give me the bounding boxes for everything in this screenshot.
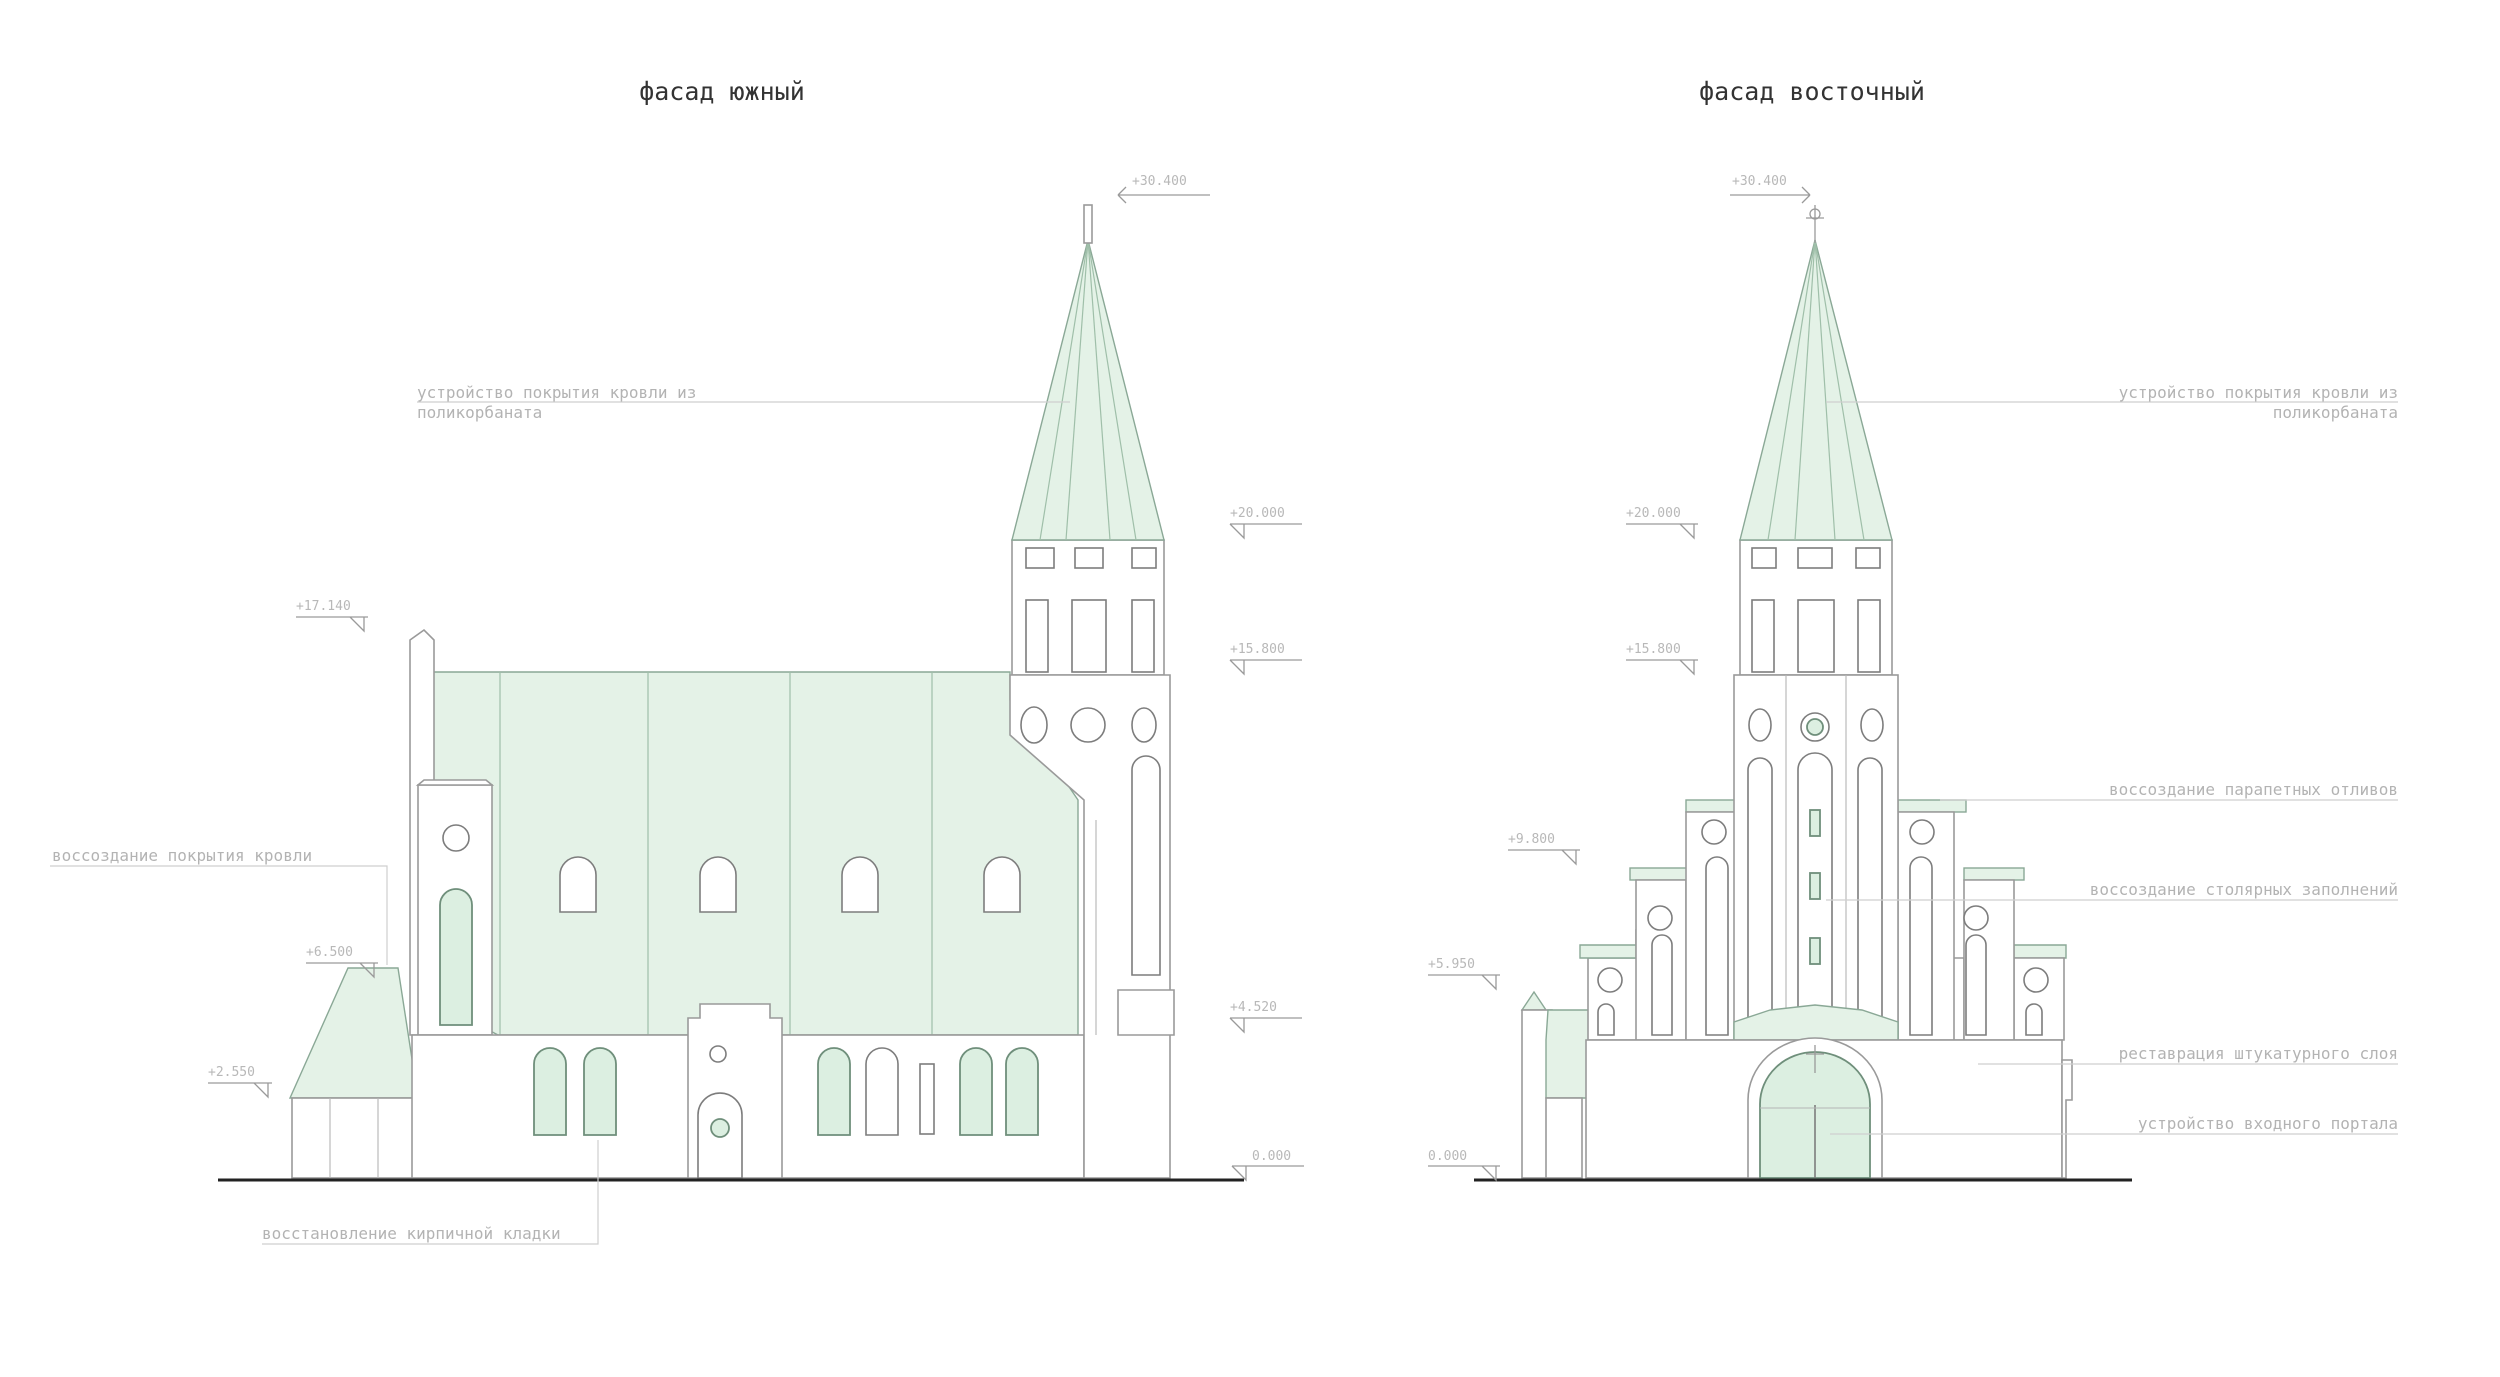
level-east-9: +9.800 [1508,832,1555,847]
level-south-6: +6.500 [306,945,353,960]
south-porch [288,967,419,1179]
note-south-roof-cover-2: поликорбаната [417,403,542,422]
note-east-portal: устройство входного портала [2138,1114,2398,1133]
note-east-parapet: воссоздание парапетных отливов [2109,780,2398,799]
east-spire [1739,205,1893,541]
level-south-17: +17.140 [296,599,351,614]
level-east-0: 0.000 [1428,1149,1467,1164]
east-bell-tower [1733,539,1899,1041]
note-east-roof-cover-2: поликорбаната [2273,403,2398,422]
south-nave-roof [431,671,1079,1036]
level-east-20: +20.000 [1626,506,1681,521]
south-bell-tower [1009,539,1175,1179]
level-east-5: +5.950 [1428,957,1475,972]
south-spire [1011,204,1165,541]
note-south-roof-restore: воссоздание покрытия кровли [52,846,312,865]
level-south-0: 0.000 [1252,1149,1291,1164]
title-east-facade: фасад восточный [1699,77,1925,106]
east-annotations: устройство покрытия кровли из поликорбан… [1826,383,2398,1135]
east-facade: +30.400 +20.000 +15.800 +9.800 +5.950 0.… [1428,174,2398,1182]
level-south-4: +4.520 [1230,1000,1277,1015]
level-south-20: +20.000 [1230,506,1285,521]
south-entrance-porch [687,1003,783,1179]
note-south-brick-restore: восстановление кирпичной кладки [262,1224,561,1243]
east-gable-windows [1597,819,2049,1036]
south-nave-windows [559,856,1021,913]
level-south-15: +15.800 [1230,642,1285,657]
note-east-roof-cover-1: устройство покрытия кровли из [2119,383,2398,402]
level-south-2: +2.550 [208,1065,255,1080]
east-level-marks: +30.400 +20.000 +15.800 +9.800 +5.950 0.… [1428,174,1811,1182]
south-ground-windows [533,1047,1039,1136]
south-level-marks: +30.400 +20.000 +15.800 +17.140 +6.500 +… [208,174,1304,1182]
note-east-plaster: реставрация штукатурного слоя [2119,1044,2398,1063]
east-lower-facade [1585,1004,2073,1179]
level-east-15: +15.800 [1626,642,1681,657]
note-south-roof-cover-1: устройство покрытия кровли из [417,383,696,402]
level-south-top: +30.400 [1132,174,1187,189]
note-east-joinery: воссоздание столярных заполнений [2090,880,2398,899]
south-west-pier [409,628,495,1036]
south-facade: +30.400 +20.000 +15.800 +17.140 +6.500 +… [50,174,1304,1245]
east-spire-cross-icon [1806,205,1824,243]
title-south-facade: фасад южный [639,77,805,106]
south-annotations: устройство покрытия кровли из поликорбан… [50,383,1070,1245]
level-east-top: +30.400 [1732,174,1787,189]
east-left-annex [1520,990,1591,1179]
south-roof-ribs [499,672,933,1035]
